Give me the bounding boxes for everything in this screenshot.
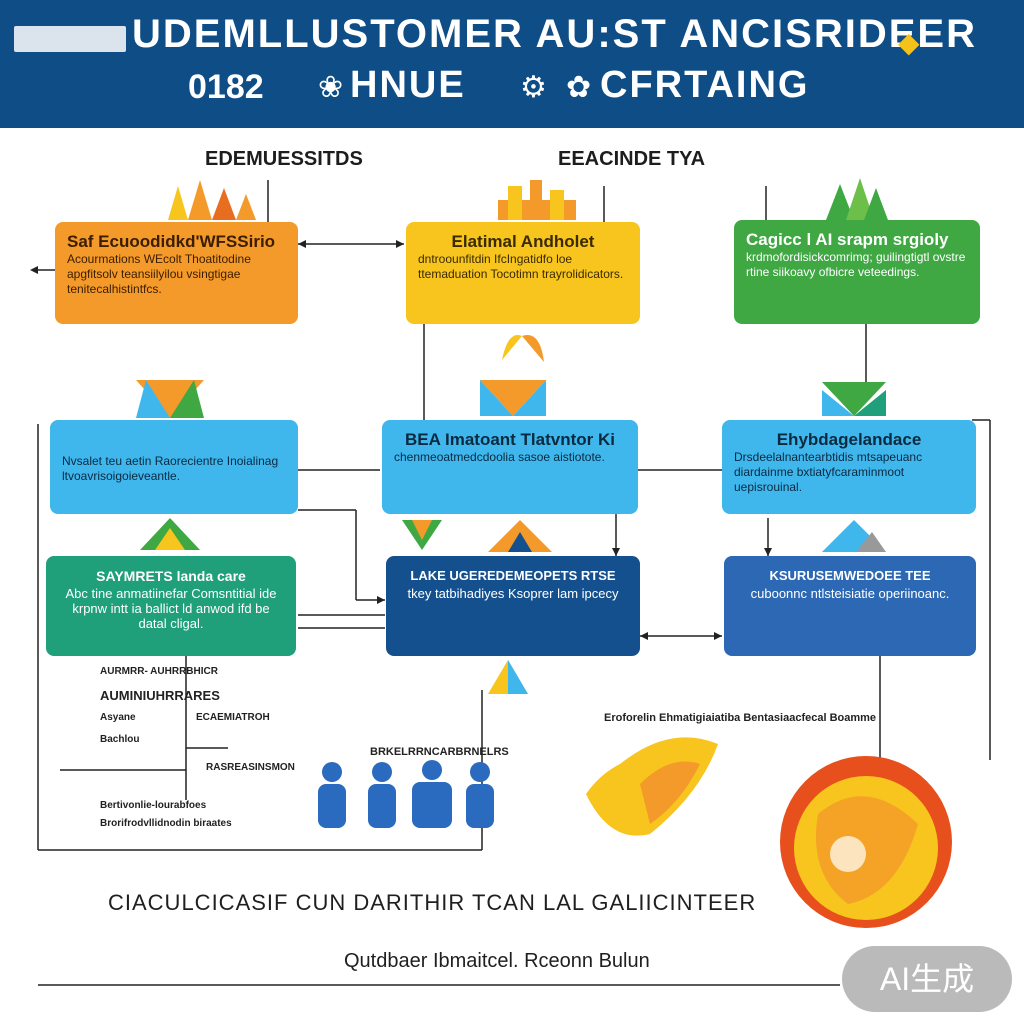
list-item: RASREASINSMON [206, 762, 295, 773]
box-body: dntroounfitdin IfcIngatidfo loe ttemadua… [418, 252, 624, 281]
header-title-line2: HNUE [350, 64, 466, 106]
triangle-icon [140, 518, 200, 550]
header-banner: UDEMLLUSTOMER AU:ST ANCISRIDEER 0182 ❀ H… [0, 0, 1024, 128]
box-body: Abc tine anmatiinefar Comsntitial ide kr… [65, 586, 277, 631]
column-label-left: EDEMUESSITDS [205, 148, 363, 170]
box-body: Drsdeelalnantearbtidis mtsapeuanc diarda… [734, 450, 923, 494]
tree-cluster-icon [826, 178, 888, 220]
process-box-teal: SAYMRETS landa care Abc tine anmatiinefa… [46, 556, 296, 656]
box-title: Cagicc l AI srapm srgioly [746, 230, 949, 249]
list-item: Asyane [100, 712, 136, 723]
box-title: BEA Imatoant Tlatvntor Ki [405, 430, 615, 449]
triangle-icon [480, 380, 546, 416]
ai-generated-badge: AI生成 [842, 946, 1012, 1012]
column-label-middle: EEACINDE TYA [558, 148, 706, 170]
box-title: KSURUSEMWEDOEE TEE [769, 568, 931, 583]
process-box-mediumblue: KSURUSEMWEDOEE TEE cuboonnc ntlsteisiati… [724, 556, 976, 656]
flame-cluster-icon [168, 180, 256, 220]
list-item: Brorifrodvllidnodin biraates [100, 818, 232, 829]
triangle-icon [136, 380, 204, 418]
logo-block [14, 26, 126, 52]
splash-icon [586, 737, 718, 836]
gear-icon: ⚙ [520, 71, 547, 104]
box-body: tkey tatbihadiyes Ksoprer lam ipcecy [407, 586, 619, 601]
box-body: Nvsalet teu aetin Raorecientre Inoialina… [62, 454, 279, 483]
footer-subtitle: Qutdbaer Ibmaitcel. Rceonn Bulun [344, 950, 650, 972]
leaf-icon: ❀ [318, 71, 344, 104]
sun-globe-icon [780, 756, 952, 928]
process-box-lightblue-middle: BEA Imatoant Tlatvntor Ki chenmeoatmedcd… [382, 420, 638, 514]
box-title: Elatimal Andholet [451, 232, 595, 251]
box-body: krdmofordisickcomrimg; guilingtigtl ovst… [746, 250, 966, 279]
header-title-line1: UDEMLLUSTOMER AU:ST ANCISRIDEER [132, 12, 977, 56]
box-title: Saf Ecuoodidkd'WFSSirio [67, 232, 276, 251]
list-item: AUMINIUHRRARES [100, 688, 220, 703]
footer-title: CIACULCICASIF CUN DARITHIR TCAN LAL GALI… [108, 890, 757, 915]
triangle-icon [822, 520, 886, 552]
box-body: cuboonnc ntlsteisiatie operiinoanc. [750, 586, 950, 601]
box-title: SAYMRETS landa care [96, 568, 246, 584]
process-box-green: Cagicc l AI srapm srgioly krdmofordisick… [734, 220, 980, 324]
process-box-orange: Saf Ecuoodidkd'WFSSirio Acourmations WEc… [55, 222, 298, 324]
header-year: 0182 [188, 68, 264, 106]
ribbon-icon: ◆ [898, 27, 920, 58]
flame-icon: ✿ [566, 71, 592, 104]
annotation-note: Eroforelin Ehmatigiaiatiba Bentasiaacfec… [604, 712, 877, 724]
triangle-icon [822, 382, 886, 416]
triangle-icon [402, 520, 442, 550]
box-title: LAKE UGEREDEMEOPETS RTSE [410, 568, 616, 583]
box-title: Ehybdagelandace [776, 430, 922, 449]
list-item: ECAEMIATROH [196, 712, 270, 723]
people-group-icon [318, 760, 494, 828]
people-label: BRKELRRNCARBRNELRS [370, 746, 509, 758]
list-item: Bachlou [100, 734, 140, 745]
process-box-darkblue: LAKE UGEREDEMEOPETS RTSE tkey tatbihadiy… [386, 556, 640, 656]
triangle-icon [488, 660, 528, 694]
list-item: Bertivonlie-lourabfoes [100, 800, 207, 811]
triangle-icon [488, 520, 552, 552]
building-cluster-icon [498, 180, 576, 220]
petal-icon [502, 335, 544, 362]
box-body: Acourmations WEcolt Thoatitodine apgfits… [67, 252, 251, 296]
header-title-line2b: CFRTAING [600, 64, 810, 106]
list-item: AURMRR- AUHRRBHICR [100, 666, 218, 677]
process-box-lightblue-left: Nvsalet teu aetin Raorecientre Inoialina… [50, 420, 298, 514]
process-box-lightblue-right: Ehybdagelandace Drsdeelalnantearbtidis m… [722, 420, 976, 514]
box-body: chenmeoatmedcdoolia sasoe aistiotote. [394, 450, 605, 464]
process-box-yellow: Elatimal Andholet dntroounfitdin IfcInga… [406, 222, 640, 324]
